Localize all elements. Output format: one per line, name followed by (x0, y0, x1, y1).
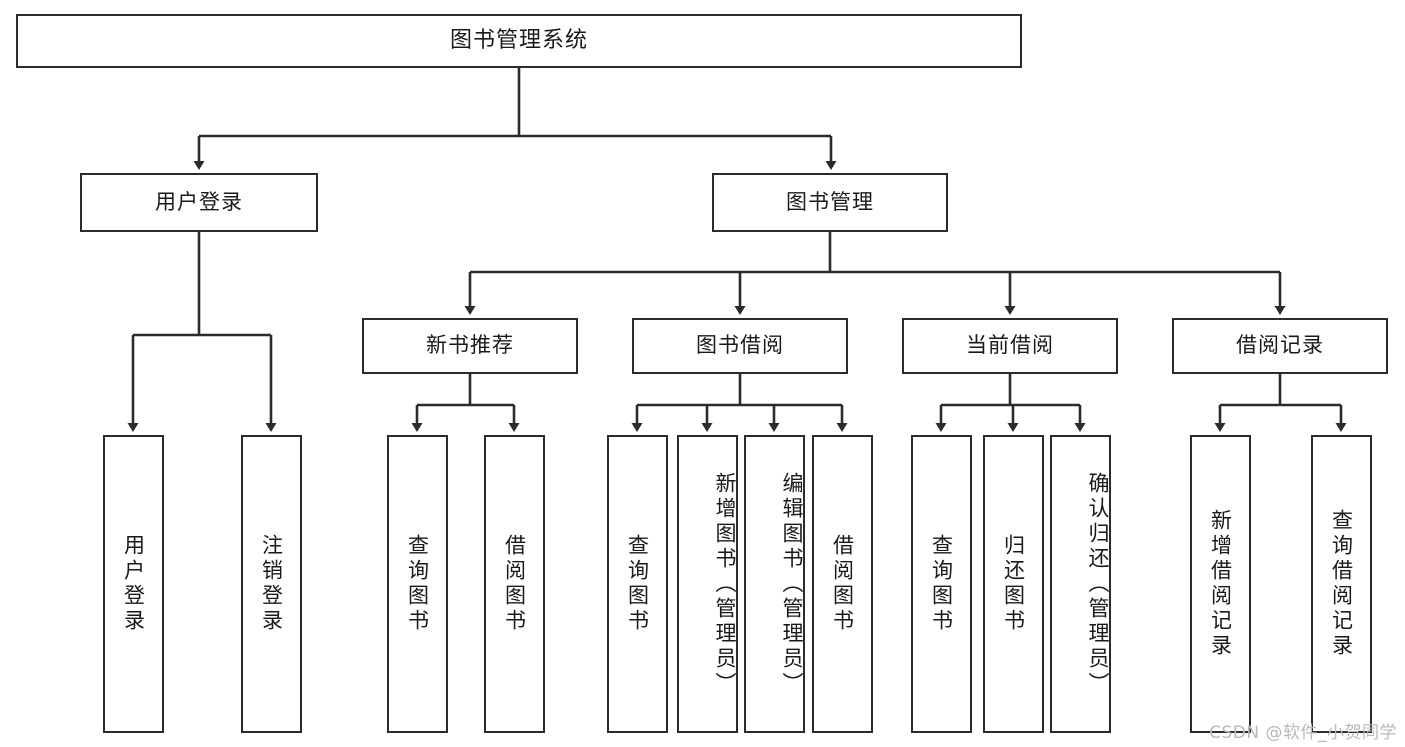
node-leaf-borrow-book-2[interactable]: 借阅图书 (812, 435, 873, 733)
leaf-label: 新增借阅记录 (1208, 509, 1233, 659)
node-leaf-logout[interactable]: 注销登录 (241, 435, 302, 733)
node-leaf-query-book-1[interactable]: 查询图书 (387, 435, 448, 733)
node-book-borrow[interactable]: 图书借阅 (632, 318, 848, 374)
node-current-borrow[interactable]: 当前借阅 (902, 318, 1118, 374)
node-leaf-query-book-3[interactable]: 查询图书 (911, 435, 972, 733)
leaf-label: 查询图书 (405, 534, 430, 634)
node-book-manage[interactable]: 图书管理 (712, 173, 948, 232)
node-leaf-user-login[interactable]: 用户登录 (103, 435, 164, 733)
leaf-label: 借阅图书 (830, 534, 855, 634)
leaf-label: 新增图书（管理员） (713, 471, 737, 697)
leaf-label: 用户登录 (121, 534, 146, 634)
node-leaf-return-book[interactable]: 归还图书 (983, 435, 1044, 733)
node-leaf-query-book-2[interactable]: 查询图书 (607, 435, 668, 733)
leaf-label: 归还图书 (1001, 534, 1026, 634)
node-leaf-borrow-book-1[interactable]: 借阅图书 (484, 435, 545, 733)
leaf-label: 查询图书 (929, 534, 954, 634)
leaf-label: 查询图书 (625, 534, 650, 634)
node-leaf-edit-book[interactable]: 编辑图书（管理员） (744, 435, 805, 733)
leaf-label: 编辑图书（管理员） (780, 471, 804, 697)
leaf-label: 确认归还（管理员） (1086, 471, 1110, 697)
csdn-watermark: CSDN @软件_小贺同学 (1209, 723, 1397, 743)
leaf-label: 查询借阅记录 (1329, 509, 1354, 659)
node-root-system[interactable]: 图书管理系统 (16, 14, 1022, 68)
node-user-login[interactable]: 用户登录 (80, 173, 318, 232)
node-new-book-rec[interactable]: 新书推荐 (362, 318, 578, 374)
node-leaf-add-record[interactable]: 新增借阅记录 (1190, 435, 1251, 733)
node-leaf-query-record[interactable]: 查询借阅记录 (1311, 435, 1372, 733)
node-leaf-add-book[interactable]: 新增图书（管理员） (677, 435, 738, 733)
leaf-label: 借阅图书 (502, 534, 527, 634)
leaf-label: 注销登录 (259, 534, 284, 634)
node-leaf-confirm-return[interactable]: 确认归还（管理员） (1050, 435, 1111, 733)
node-borrow-record[interactable]: 借阅记录 (1172, 318, 1388, 374)
